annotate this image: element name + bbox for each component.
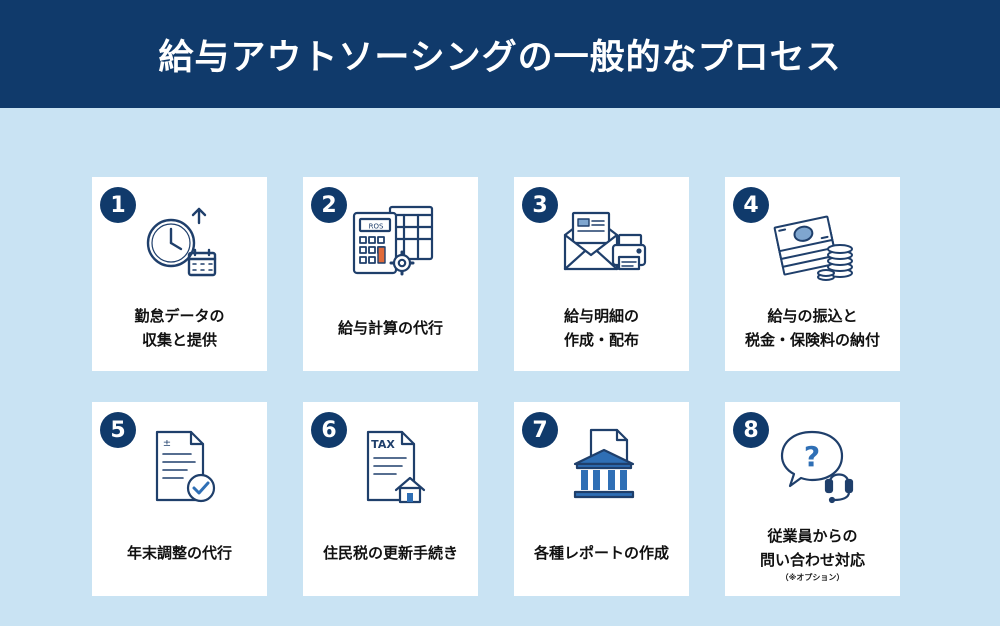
step-card-2: 2 ROS	[303, 177, 478, 371]
step-card-7: 7 各種レポートの作成	[514, 402, 689, 596]
envelope-printer-icon	[561, 199, 647, 285]
tax-document-house-icon: TAX	[350, 424, 436, 510]
document-check-icon: ±	[139, 424, 225, 510]
step-label: 各種レポートの作成	[533, 544, 669, 562]
step-number-badge: 5	[100, 412, 136, 448]
step-card-3: 3 給与明細の 作成・配布	[514, 177, 689, 371]
money-coins-icon	[772, 199, 858, 285]
step-label: 従業員からの 問い合わせ対応 （※オプション）	[759, 526, 865, 582]
step-number-badge: 3	[522, 187, 558, 223]
option-note: （※オプション）	[780, 572, 845, 582]
process-grid: 1 勤怠データの 収集と提供	[92, 177, 900, 596]
step-number-badge: 2	[311, 187, 347, 223]
step-card-4: 4	[725, 177, 900, 371]
header-banner: 給与アウトソーシングの一般的なプロセス	[0, 0, 1000, 108]
step-number-badge: 4	[733, 187, 769, 223]
step-number-badge: 8	[733, 412, 769, 448]
svg-text:?: ?	[804, 440, 820, 473]
report-bank-icon	[561, 424, 647, 510]
svg-text:±: ±	[163, 438, 171, 449]
calculator-spreadsheet-icon: ROS	[350, 199, 436, 285]
step-label: 住民税の更新手続き	[322, 544, 458, 562]
step-card-6: 6 TAX 住民税の更新手続き	[303, 402, 478, 596]
page-title: 給与アウトソーシングの一般的なプロセス	[158, 37, 842, 78]
svg-text:TAX: TAX	[371, 438, 395, 451]
step-number-badge: 6	[311, 412, 347, 448]
step-label: 勤怠データの 収集と提供	[134, 307, 225, 349]
step-card-1: 1 勤怠データの 収集と提供	[92, 177, 267, 371]
clock-calendar-icon	[139, 199, 225, 285]
step-label: 給与明細の 作成・配布	[563, 307, 639, 349]
step-card-8: 8 ? 従業員からの 問い合わせ対応 （※オプション）	[725, 402, 900, 596]
step-number-badge: 1	[100, 187, 136, 223]
question-headset-icon: ?	[772, 424, 858, 510]
step-label: 給与計算の代行	[337, 319, 443, 337]
step-card-5: 5 ± 年末調整の代行	[92, 402, 267, 596]
step-label: 年末調整の代行	[126, 544, 232, 562]
step-number-badge: 7	[522, 412, 558, 448]
svg-text:ROS: ROS	[369, 223, 384, 231]
step-label: 給与の振込と 税金・保険料の納付	[744, 307, 880, 349]
